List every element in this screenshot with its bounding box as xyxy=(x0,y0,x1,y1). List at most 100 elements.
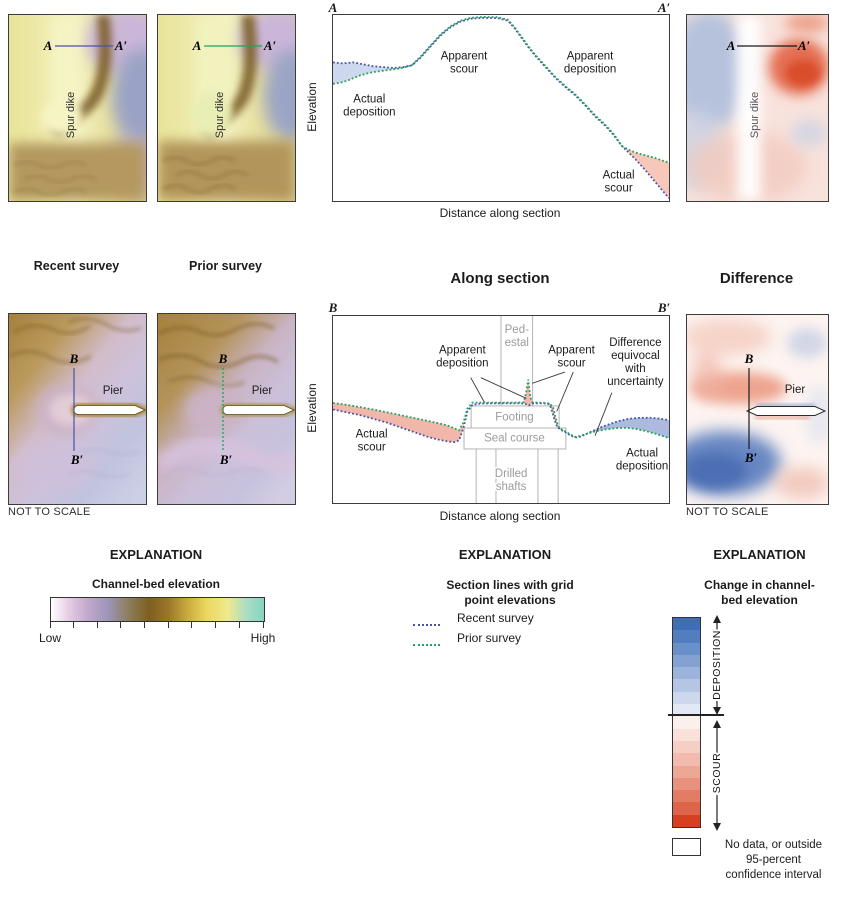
map-difference-pier: B B′ Pier xyxy=(686,314,829,505)
colorbar-tick xyxy=(167,621,169,628)
change-colorbar-step xyxy=(673,654,700,668)
explanation-right-heading: Change in channel- bed elevation xyxy=(704,578,815,607)
spur-dike-label: Spur dike xyxy=(749,92,761,138)
endpoint-b-label: B xyxy=(744,351,754,366)
chart-b-xlabel: Distance along section xyxy=(439,509,561,523)
caption-difference: Difference xyxy=(719,270,794,287)
deposition-zone xyxy=(687,15,749,130)
legend-swatch-recent xyxy=(413,616,443,634)
scour-label: SCOUR xyxy=(711,753,723,793)
colorbar-tick xyxy=(49,621,51,628)
annotation-line: Apparent xyxy=(548,344,595,356)
pier-label: Pier xyxy=(785,384,806,396)
deep-channel xyxy=(264,49,295,141)
chart-b-ylabel: Elevation xyxy=(305,383,319,433)
zero-change-divider xyxy=(668,714,724,716)
endpoint-a-label: A xyxy=(726,38,736,53)
annotation-line: Apparent xyxy=(439,344,486,356)
lee-deposit xyxy=(14,444,94,488)
annotation-line: deposition xyxy=(343,106,395,118)
colorbar-ticks xyxy=(49,621,264,629)
chart-annotation: Seal course xyxy=(484,432,545,444)
scour-hotspot-core xyxy=(786,60,820,86)
annotation-line: with xyxy=(624,363,645,375)
endpoint-a-label: A xyxy=(192,38,202,53)
dune-ridge xyxy=(68,317,142,332)
change-colorbar-step xyxy=(673,740,700,754)
dune-ridge xyxy=(167,375,245,388)
series-recent-survey xyxy=(332,402,670,444)
annotation-line: scour xyxy=(450,64,478,76)
chart-b-endpoint-start: B xyxy=(328,300,338,315)
endpoint-a2-label: A′ xyxy=(114,38,128,53)
pier-label: Pier xyxy=(252,385,273,397)
annotation-line: Actual xyxy=(603,170,635,182)
leader-line xyxy=(470,377,485,403)
annotation-line: Footing xyxy=(495,412,533,424)
annotation-line: deposition xyxy=(436,357,488,369)
change-colorbar-step xyxy=(673,716,700,729)
chart-annotation: Ped-estal xyxy=(505,324,529,349)
leader-line xyxy=(480,377,527,399)
fill-actual-scour xyxy=(622,146,669,199)
annotation-line: shafts xyxy=(496,481,527,493)
scour-patch xyxy=(774,467,828,499)
change-colorbar-step xyxy=(673,790,700,803)
pier-edge-deposition xyxy=(757,404,815,408)
annotation-line: Actual xyxy=(626,447,658,459)
arrow-up-icon xyxy=(713,720,721,728)
explanation-left-heading: Channel-bed elevation xyxy=(91,577,221,591)
dune-ripple xyxy=(162,156,236,166)
endpoint-b2-label: B′ xyxy=(744,450,758,465)
deposition-blob-core xyxy=(687,453,747,489)
fill-actual-scour xyxy=(333,403,464,443)
annotation-line: estal xyxy=(505,337,529,349)
annotation-line: Ped- xyxy=(505,324,529,336)
colorbar-tick xyxy=(73,621,75,628)
elevation-colorbar xyxy=(50,597,265,622)
dune-ridge xyxy=(158,322,275,337)
spur-dike-label: Spur dike xyxy=(65,92,77,138)
series-prior-survey xyxy=(332,379,670,439)
explanation-middle-heading: Section lines with grid point elevations xyxy=(446,578,574,607)
no-data-swatch xyxy=(672,838,701,856)
deposition-scour-arrows: DEPOSITION SCOUR xyxy=(709,615,725,831)
ripple xyxy=(68,470,130,478)
dune-ridge xyxy=(9,350,92,364)
annotation-line: Drilled xyxy=(495,468,528,480)
chart-b-endpoint-end: B′ xyxy=(657,300,671,315)
pier-structure xyxy=(463,316,567,503)
leader-line xyxy=(532,371,565,384)
pier-shape xyxy=(73,405,146,415)
scour-horseshoe-inner xyxy=(49,394,93,426)
chart-a-endpoint-start: A xyxy=(328,0,338,15)
explanation-left-title: EXPLANATION xyxy=(109,547,203,562)
endpoint-b2-label: B′ xyxy=(219,452,233,467)
deep-channel xyxy=(112,49,146,145)
colorbar-tick xyxy=(262,621,264,628)
pier-edge-scour xyxy=(755,416,810,419)
colorbar-tick xyxy=(96,621,98,628)
map-difference-spur: A A′ Spur dike xyxy=(686,14,829,202)
map-prior-survey-pier: B B′ Pier xyxy=(157,313,296,505)
change-colorbar-step xyxy=(673,618,700,631)
annotation-line: Seal course xyxy=(484,432,545,444)
not-to-scale-left: NOT TO SCALE xyxy=(8,506,91,518)
deposition-label: DEPOSITION xyxy=(711,630,723,700)
caption-along-section: Along section xyxy=(450,270,550,287)
leader-line xyxy=(594,392,613,436)
annotation-line: scour xyxy=(605,183,633,195)
